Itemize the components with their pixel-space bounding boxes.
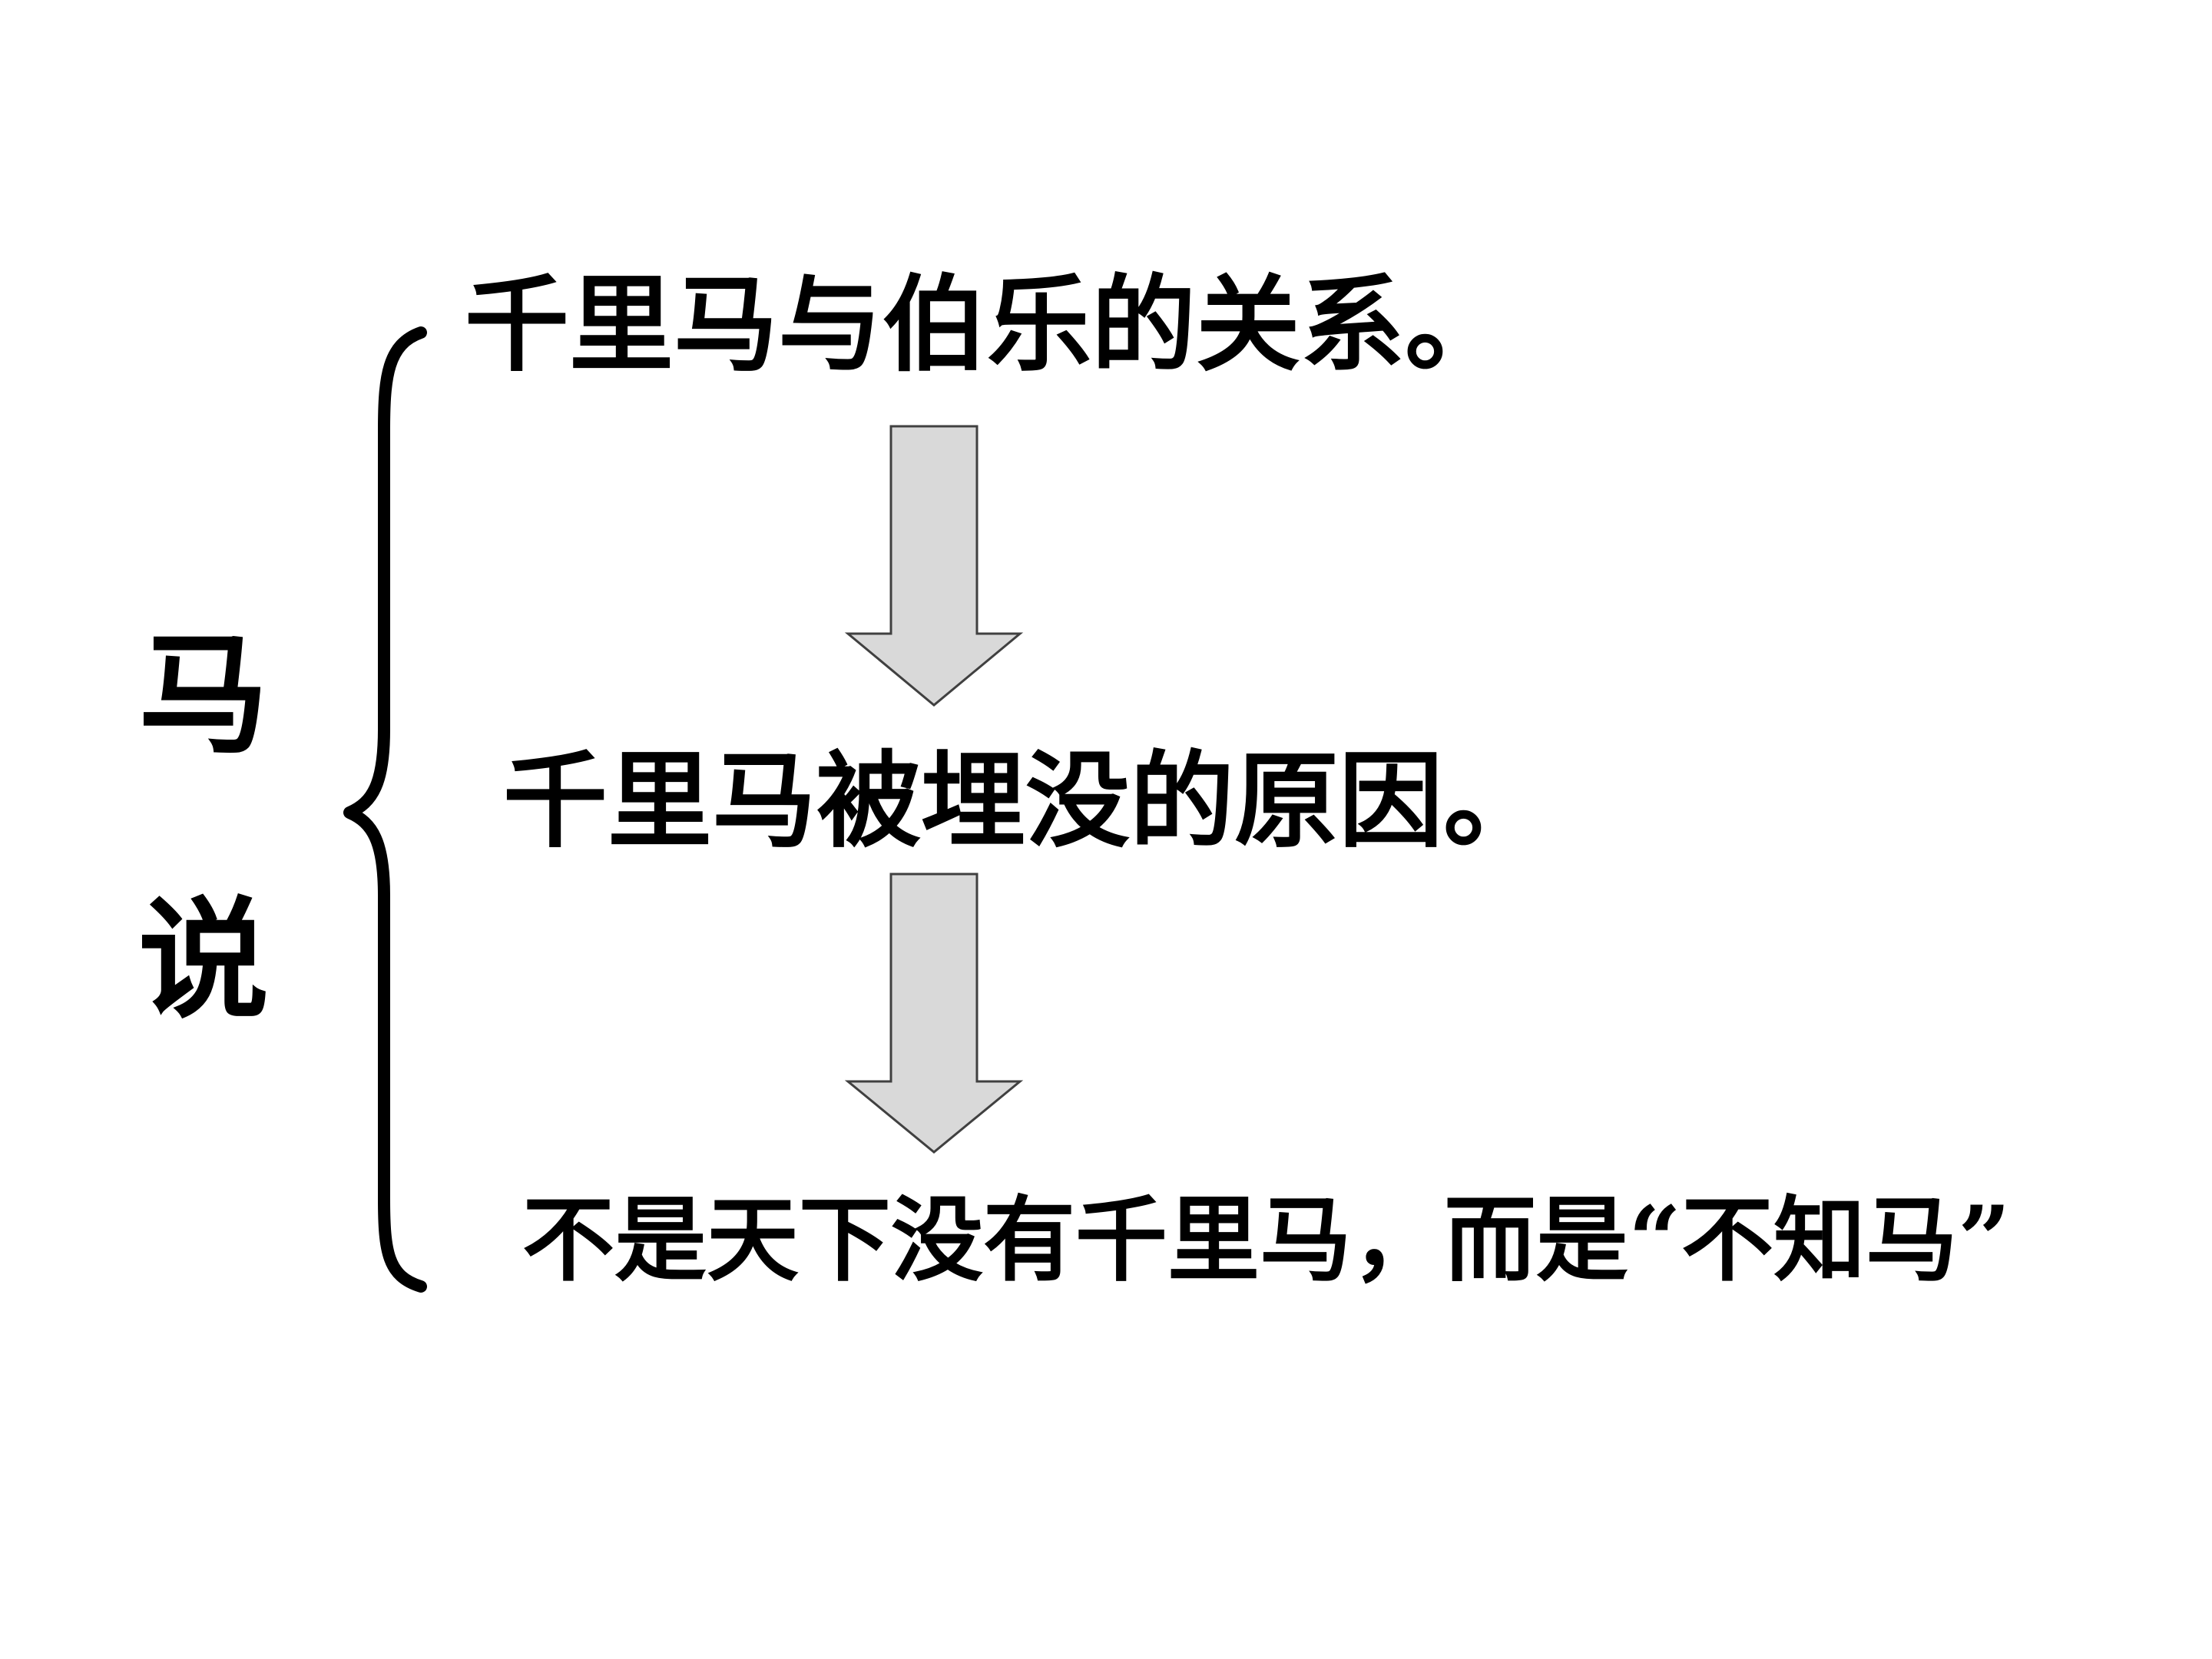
flow-step-reason: 千里马被埋没的原因。 <box>503 740 1548 863</box>
flow-step-relationship: 千里马与伯乐的关系。 <box>465 263 1509 386</box>
flow-step-conclusion: 不是天下没有千里马，而是“不知马” <box>522 1186 2012 1294</box>
title-char-shuo: 说 <box>138 883 270 1037</box>
title-char-ma: 马 <box>138 618 270 772</box>
